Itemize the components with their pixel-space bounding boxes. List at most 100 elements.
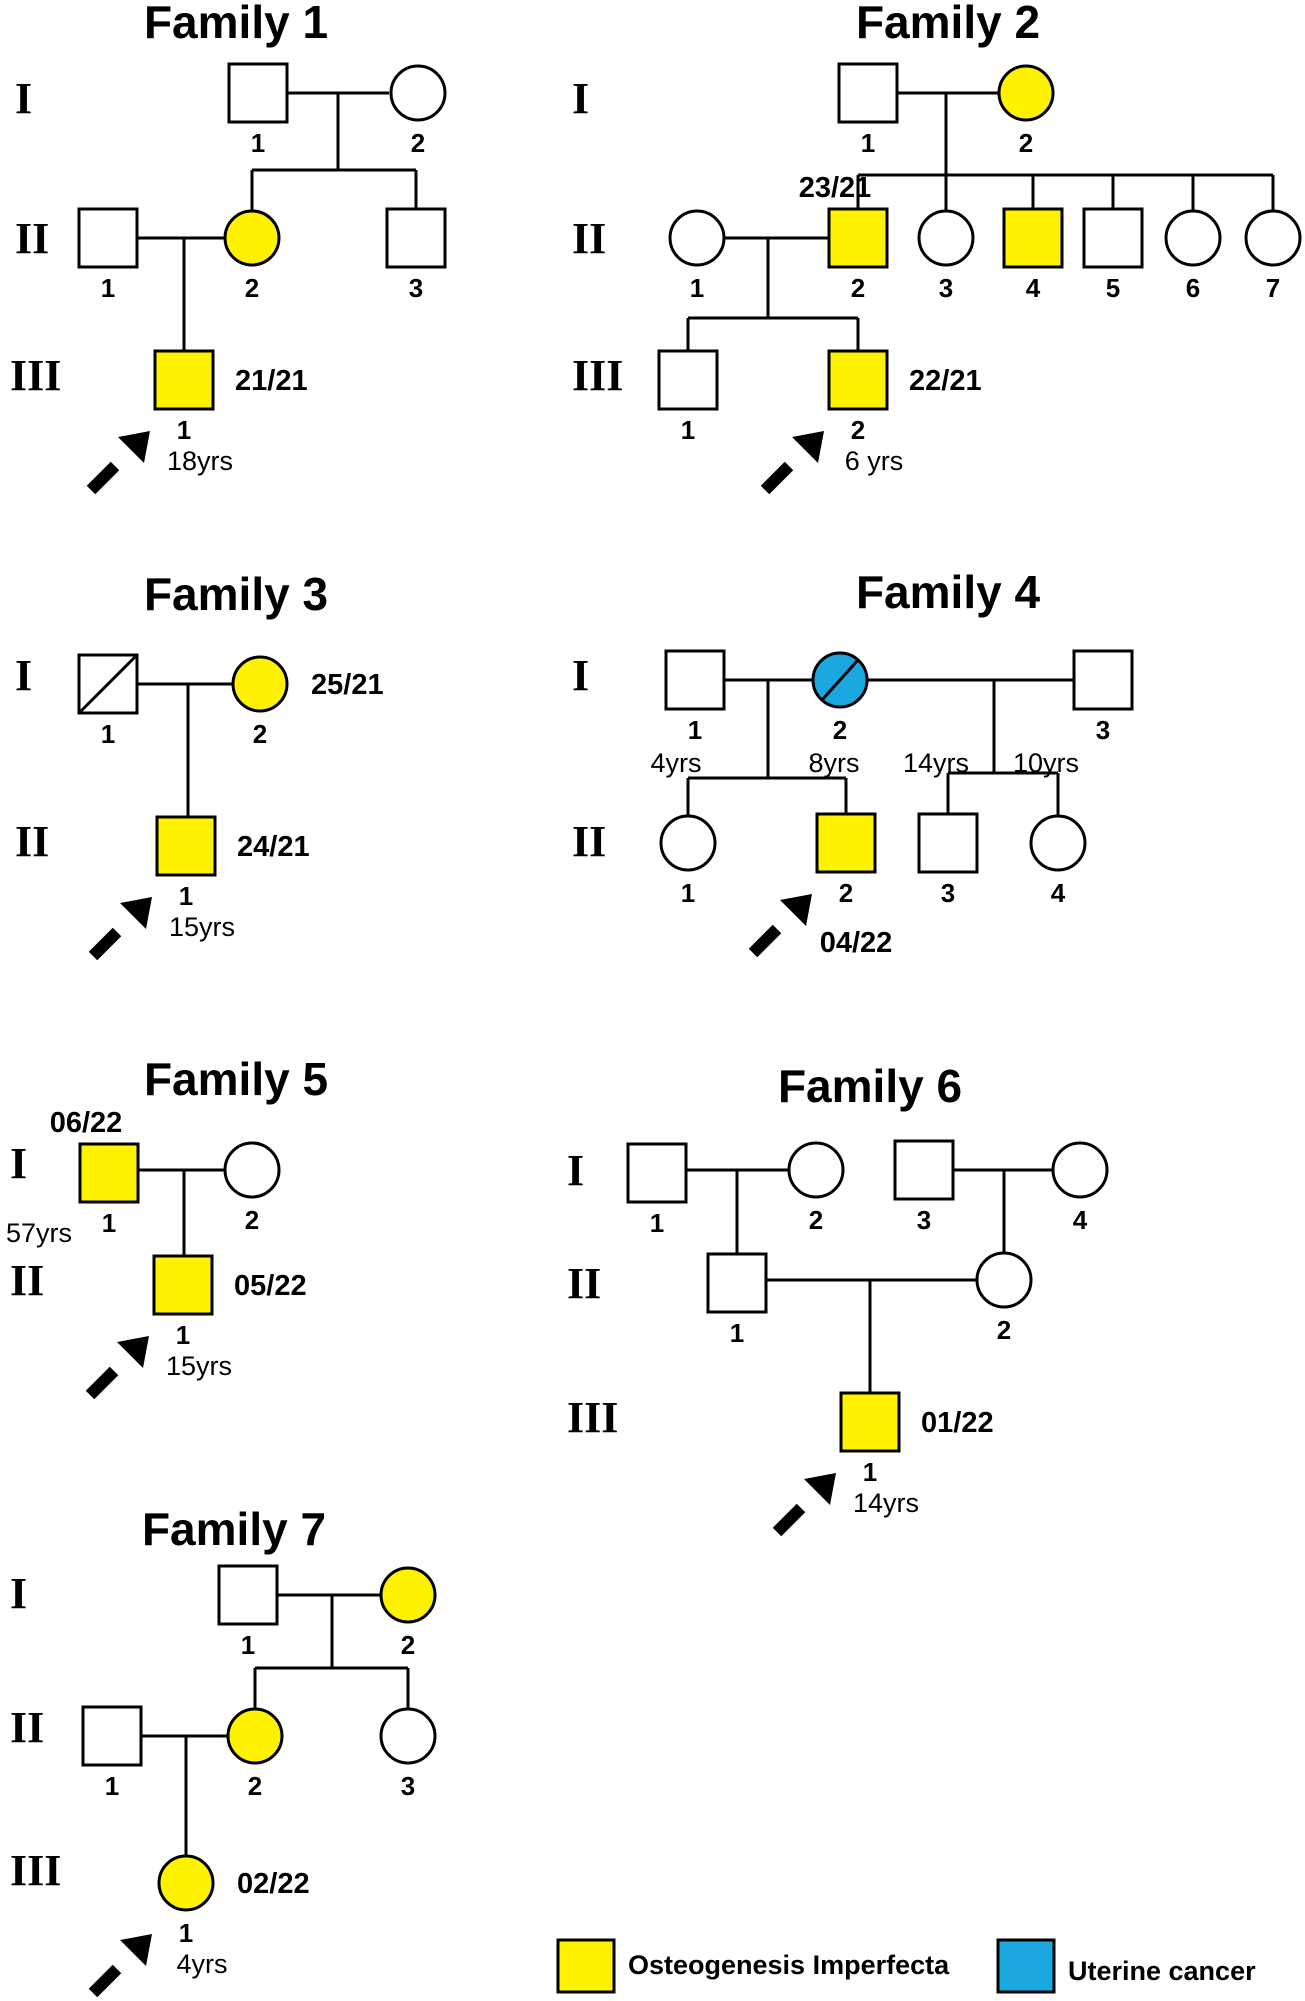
individual-number: 1 [688,715,702,745]
family-title: Family 3 [144,568,328,620]
person-ii2: 2 [226,1707,284,1801]
legend-uterine-swatch [996,1938,1056,1994]
person-ii5: 5 [1082,207,1144,303]
individual-number: 1 [176,1320,190,1350]
individual-number: 2 [245,1205,259,1235]
generation-label: I [10,1569,27,1618]
generation-label: II [567,1259,601,1308]
generation-label: I [10,1139,27,1188]
female-symbol [231,655,289,713]
generation-label: II [10,1703,44,1752]
family-title: Family 4 [856,566,1041,618]
female-symbol [223,1141,281,1199]
person-i2: 2 [997,64,1055,158]
sample-code: 05/22 [234,1270,307,1302]
male-symbol [1002,207,1064,269]
individual-number: 1 [650,1208,664,1238]
individual-number: 1 [690,273,704,303]
person-i2: 2 [389,64,447,158]
individual-number: 3 [401,1771,415,1801]
individual-number: 4 [1026,273,1041,303]
male-symbol [839,1391,901,1453]
age-label: 10yrs [1013,748,1079,778]
individual-number: 1 [177,415,191,445]
person-ii4: 4 [1002,207,1064,303]
generation-label: II [572,214,606,263]
individual-number: 2 [248,1771,262,1801]
generation-label: I [572,74,589,123]
female-symbol [917,209,975,267]
pedigree-lines [137,91,1275,1856]
male-symbol [827,349,889,411]
individual-number: 1 [863,1457,877,1487]
age-label: 15yrs [169,912,235,942]
female-symbol [1029,814,1087,872]
legend: Osteogenesis Imperfecta Uterine cancer [556,1938,1256,1994]
female-symbol [668,209,726,267]
person-i2: 2 [811,651,869,745]
person-i1: 1 [77,653,139,749]
deceased-slash [77,653,139,715]
generation-label: III [10,1846,61,1895]
female-symbol [389,64,447,122]
female-symbol [997,64,1055,122]
person-ii6: 6 [1164,209,1222,303]
generation-label: II [572,817,606,866]
individual-number: 4 [1051,878,1066,908]
family-title: Family 1 [144,0,328,48]
sample-code: 02/22 [237,1868,310,1900]
individual-number: 1 [179,881,193,911]
sample-code: 23/21 [799,172,872,204]
deceased-slash [820,658,860,702]
age-label: 57yrs [6,1218,72,1248]
individual-number: 3 [917,1205,931,1235]
male-symbol [78,1142,140,1204]
individual-number: 1 [101,719,115,749]
legend-oi-swatch [556,1938,616,1994]
male-symbol [837,62,899,124]
individual-number: 2 [839,878,853,908]
generation-label: II [15,817,49,866]
individual-number: 5 [1106,273,1120,303]
person-ii3: 3 [917,209,975,303]
generation-label: II [15,214,49,263]
generation-label: I [15,651,32,700]
sample-code: 21/21 [235,365,308,397]
proband-arrow [86,431,150,495]
proband-arrow [760,431,824,495]
person-ii1: 1 [81,1705,143,1801]
generation-label: III [10,351,61,400]
person-ii1: 1 [77,207,139,303]
age-label: 4yrs [650,748,701,778]
male-symbol [626,1142,688,1204]
female-symbol [157,1854,215,1912]
individual-number: 6 [1186,273,1200,303]
person-i1: 1 [664,649,726,745]
sample-code: 22/21 [909,365,982,397]
generation-label: II [10,1256,44,1305]
individual-number: 1 [179,1918,193,1948]
female-symbol [1051,1141,1109,1199]
female-symbol [1164,209,1222,267]
individual-number: 2 [401,1630,415,1660]
person-i1: 1 [227,62,289,158]
individual-number: 1 [241,1630,255,1660]
sample-code: 06/22 [50,1107,123,1139]
male-symbol [385,207,447,269]
individual-number: 2 [851,415,865,445]
male-symbol [217,1564,279,1626]
individual-number: 1 [681,878,695,908]
legend-uterine-label: Uterine cancer [1068,1956,1256,1986]
individual-number: 3 [941,878,955,908]
individual-number: 3 [409,273,423,303]
male-symbol [81,1705,143,1767]
generation-label: I [572,651,589,700]
individual-number: 2 [411,128,425,158]
